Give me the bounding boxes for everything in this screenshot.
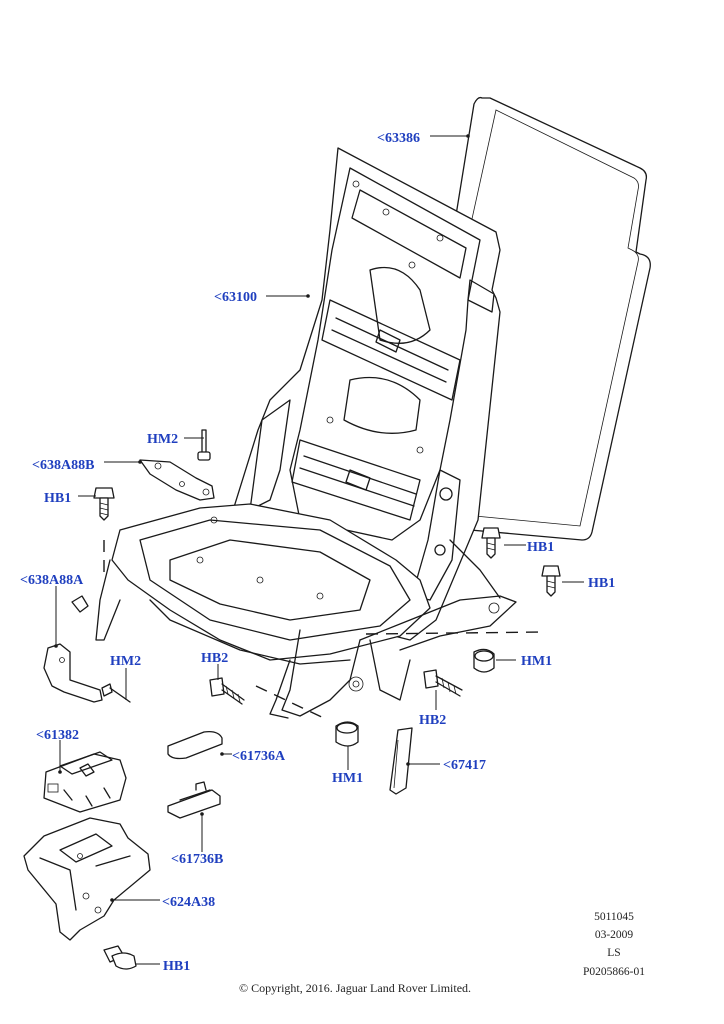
label-67417: <67417 [443, 758, 486, 773]
leader-lines [54, 134, 584, 965]
bracket-638a88b-illustration [139, 459, 215, 501]
label-61736b: <61736B [171, 852, 223, 867]
hb2-left-bolt-illustration [209, 677, 245, 705]
hb2-right-bolt-illustration [423, 669, 463, 697]
hb1-bottom-bolt-illustration [103, 945, 137, 970]
label-624a38: <624A38 [162, 895, 215, 910]
bracket-638a88a-illustration [43, 595, 103, 703]
label-638a88b: <638A88B [32, 458, 94, 473]
assembly-dash-line [365, 631, 547, 635]
seat-cushion-frame-illustration [95, 503, 517, 719]
hm2-lower-screw-illustration [101, 683, 131, 703]
diagram-reference: P0205866-01 [583, 966, 645, 978]
label-63386: <63386 [377, 131, 420, 146]
label-hm2-top: HM2 [147, 432, 178, 447]
trim-strip-67417-illustration [389, 727, 413, 795]
hb1-right-bolt-2-illustration [541, 565, 561, 597]
label-hb1-bottom: HB1 [163, 959, 190, 974]
label-hb2-left: HB2 [201, 651, 228, 666]
hm1-center-nut-illustration [335, 721, 359, 747]
bracket-624a38-illustration [23, 817, 151, 941]
diagram-date: 03-2009 [595, 929, 634, 941]
label-hb1-right-2: HB1 [588, 576, 615, 591]
label-hm2-lower: HM2 [110, 654, 141, 669]
diagram-side: LS [607, 947, 620, 959]
hm2-top-bolt-illustration [197, 429, 211, 461]
label-hm1-center: HM1 [332, 771, 363, 786]
diagram-number: 5011045 [594, 911, 634, 923]
label-638a88a: <638A88A [20, 573, 84, 588]
hm1-right-nut-illustration [473, 648, 495, 673]
copyright-notice: © Copyright, 2016. Jaguar Land Rover Lim… [239, 981, 471, 995]
label-hm1-right: HM1 [521, 654, 552, 669]
label-hb2-right: HB2 [419, 713, 446, 728]
clip-61736b-illustration [167, 781, 221, 819]
label-hb1-right-1: HB1 [527, 540, 554, 555]
seat-back-panel-illustration [439, 96, 651, 541]
hb1-right-bolt-1-illustration [481, 527, 501, 559]
assembly-dash-line-lower [255, 685, 329, 721]
label-61382: <61382 [36, 728, 79, 743]
label-63100: <63100 [214, 290, 257, 305]
hb1-left-bolt-illustration [93, 487, 115, 521]
pad-61736a-illustration [167, 730, 223, 760]
switch-module-61382-illustration [43, 751, 127, 813]
label-61736a: <61736A [232, 749, 286, 764]
label-hb1-left: HB1 [44, 491, 71, 506]
